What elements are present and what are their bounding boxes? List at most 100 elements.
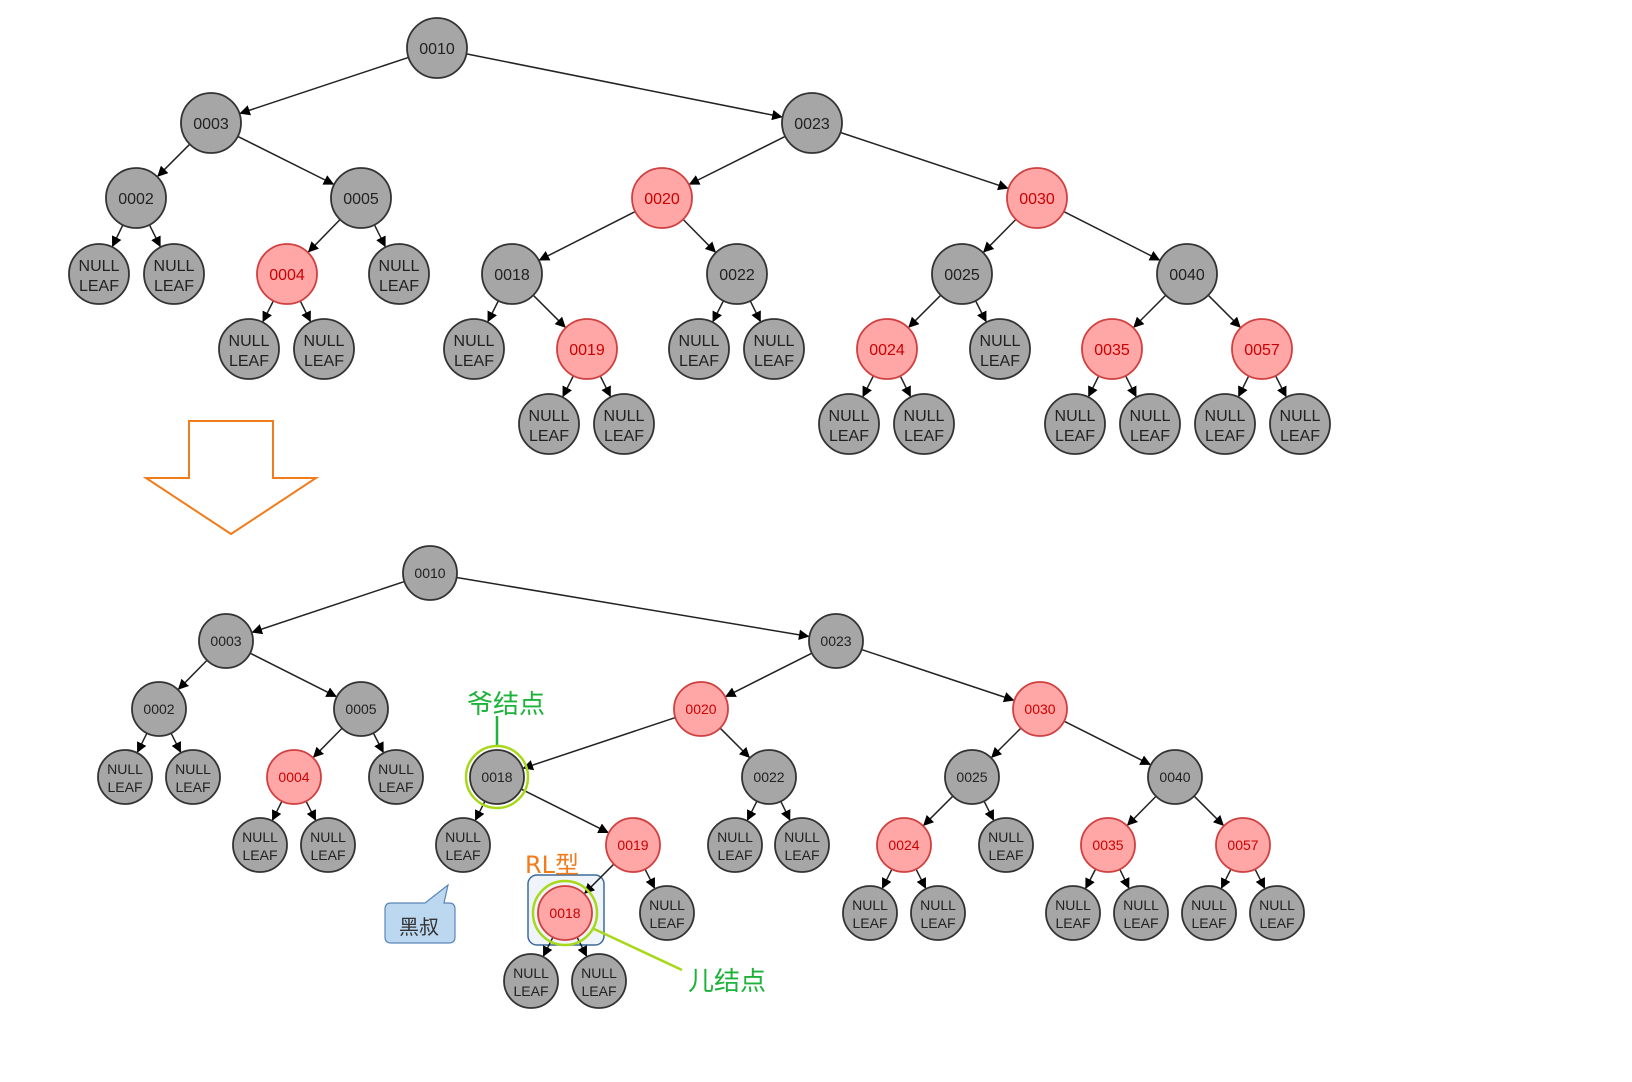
- node-label: NULL: [581, 965, 617, 981]
- black-node: 0002: [105, 167, 167, 229]
- node-label: 0019: [569, 342, 605, 359]
- node-label: LEAF: [304, 353, 344, 370]
- node-label: LEAF: [1123, 915, 1158, 931]
- node-circle: [774, 817, 830, 873]
- child-pointer-line: [591, 926, 683, 972]
- node-label: LEAF: [829, 428, 869, 445]
- node-circle: [668, 318, 730, 380]
- red-node: 0004: [256, 243, 318, 305]
- tree-edge: [1124, 375, 1137, 398]
- node-label: NULL: [304, 333, 345, 350]
- node-circle: [556, 318, 618, 380]
- node-label: LEAF: [229, 353, 269, 370]
- tree-edge: [271, 800, 283, 821]
- node-circle: [571, 953, 627, 1009]
- node-label: 0057: [1244, 342, 1280, 359]
- tree-edge: [373, 224, 386, 248]
- tree-edge: [840, 131, 1009, 191]
- tree-edge: [725, 652, 813, 698]
- black-node: 0022: [706, 243, 768, 305]
- node-label: NULL: [175, 761, 211, 777]
- node-circle: [1249, 885, 1305, 941]
- tree-edge: [136, 732, 148, 753]
- tree-edge: [1063, 720, 1151, 766]
- node-circle: [402, 545, 458, 601]
- node-label: 0035: [1092, 837, 1123, 853]
- node-label: 0022: [753, 769, 784, 785]
- red-node: 0024: [876, 817, 932, 873]
- tree-edge: [915, 868, 927, 889]
- tree-edge: [1088, 375, 1100, 398]
- node-label: NULL: [784, 829, 820, 845]
- black-node: 0005: [333, 681, 389, 737]
- uncle-callout-bubble: [384, 883, 456, 944]
- tree-edge: [307, 218, 341, 253]
- node-label: NULL: [445, 829, 481, 845]
- node-label: NULL: [379, 258, 420, 275]
- node-label: 0004: [278, 769, 309, 785]
- node-circle: [1231, 318, 1293, 380]
- node-circle: [232, 817, 288, 873]
- node-label: LEAF: [1280, 428, 1320, 445]
- node-label: 0004: [269, 267, 305, 284]
- tree-edge: [251, 580, 405, 635]
- node-label: NULL: [310, 829, 346, 845]
- node-label: LEAF: [242, 847, 277, 863]
- node-label: NULL: [1191, 897, 1227, 913]
- tree-edge: [1220, 868, 1232, 889]
- tree-edge: [538, 210, 636, 261]
- node-circle: [673, 681, 729, 737]
- node-label: 0040: [1159, 769, 1190, 785]
- node-circle: [443, 318, 505, 380]
- node-label: NULL: [649, 897, 685, 913]
- red-node: 0019: [556, 318, 618, 380]
- node-label: LEAF: [310, 847, 345, 863]
- node-label: 0010: [419, 41, 455, 58]
- node-label: NULL: [852, 897, 888, 913]
- node-label: LEAF: [581, 983, 616, 999]
- node-circle: [131, 681, 187, 737]
- node-label: 0002: [143, 701, 174, 717]
- red-node: 0057: [1231, 318, 1293, 380]
- black-node: 0025: [944, 749, 1000, 805]
- node-circle: [256, 243, 318, 305]
- black-node: 0023: [781, 92, 843, 154]
- node-label: 0005: [345, 701, 376, 717]
- red-node: 0018: [537, 885, 593, 941]
- node-circle: [842, 885, 898, 941]
- tree-edge: [305, 800, 317, 821]
- node-circle: [781, 92, 843, 154]
- tree-edge: [749, 300, 761, 323]
- grandparent-highlight-ring: [464, 744, 530, 810]
- node-circle: [893, 393, 955, 455]
- tree-edge: [532, 294, 566, 328]
- node-circle: [1081, 318, 1143, 380]
- tree-edge: [644, 868, 656, 889]
- tree-edge: [1085, 868, 1097, 890]
- tree-edge: [239, 56, 409, 116]
- black-node: 0010: [406, 17, 468, 79]
- node-circle: [266, 749, 322, 805]
- black-node: 0018: [481, 243, 543, 305]
- node-label: 0025: [944, 267, 980, 284]
- tree-edge: [780, 800, 791, 821]
- node-label: NULL: [829, 408, 870, 425]
- node-circle: [1113, 885, 1169, 941]
- node-label: LEAF: [904, 428, 944, 445]
- node-circle: [593, 393, 655, 455]
- red-node: 0019: [605, 817, 661, 873]
- node-circle: [97, 749, 153, 805]
- node-circle: [931, 243, 993, 305]
